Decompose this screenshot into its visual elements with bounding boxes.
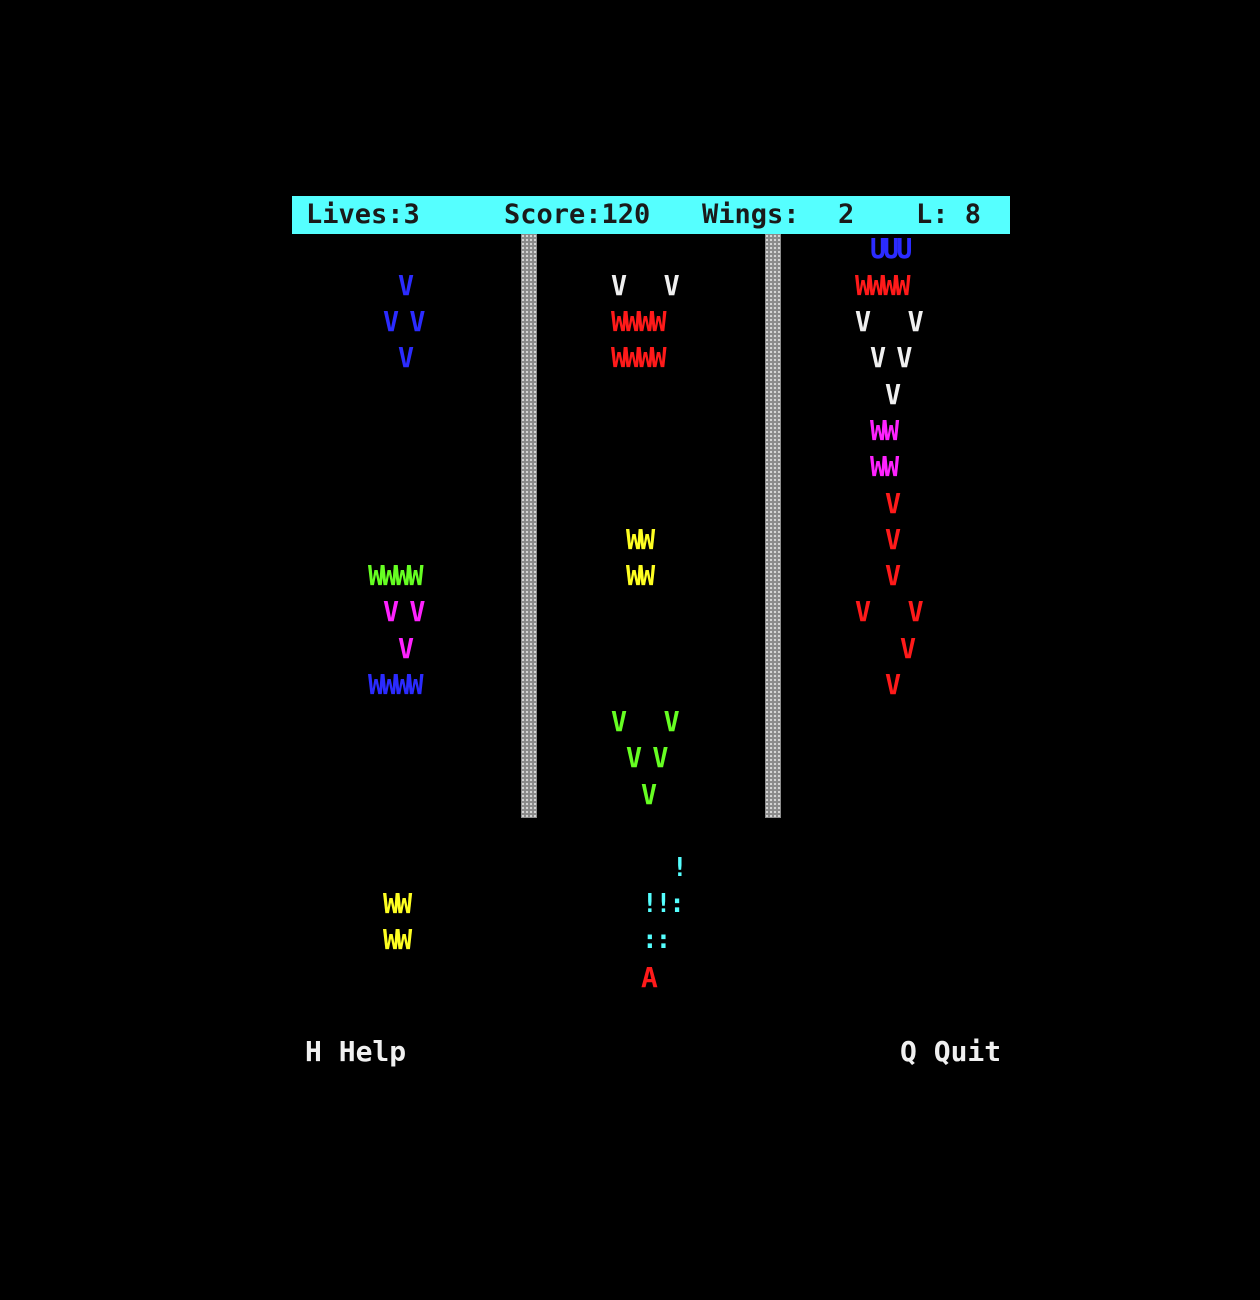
enemy-formation: WW bbox=[626, 559, 655, 592]
enemy-formation: V V bbox=[611, 269, 680, 302]
enemy-formation: V bbox=[885, 523, 901, 556]
enemy-formation: WW bbox=[383, 923, 412, 956]
enemy-formation: WW bbox=[383, 887, 412, 920]
lives-counter: Lives:3 bbox=[306, 199, 420, 230]
enemy-formation: V V bbox=[626, 741, 668, 774]
enemy-formation: WWWW bbox=[855, 269, 911, 302]
right-wall bbox=[765, 234, 781, 818]
help-hint[interactable]: H Help bbox=[305, 1035, 407, 1068]
player-bullets: :: bbox=[642, 925, 671, 955]
enemy-formation: V bbox=[398, 632, 414, 665]
enemy-formation: WWWW bbox=[368, 559, 424, 592]
enemy-formation: V bbox=[885, 668, 901, 701]
enemy-formation: V bbox=[398, 269, 414, 302]
wings-label: Wings: bbox=[702, 199, 800, 230]
enemy-formation: WWWW bbox=[368, 668, 424, 701]
enemy-formation: V V bbox=[383, 305, 425, 338]
enemy-formation: V V bbox=[383, 595, 425, 628]
enemy-formation: WWWW bbox=[611, 341, 667, 374]
enemy-formation: V bbox=[641, 778, 657, 811]
left-wall bbox=[521, 234, 537, 818]
enemy-formation: V bbox=[900, 632, 916, 665]
enemy-formation: WW bbox=[626, 523, 655, 556]
player-bullets: !!: bbox=[642, 889, 685, 919]
enemy-formation: V V bbox=[855, 595, 924, 628]
enemy-formation: WWWW bbox=[611, 305, 667, 338]
enemy-formation: WW bbox=[870, 414, 899, 447]
enemy-formation: V bbox=[885, 559, 901, 592]
wings-count: 2 bbox=[838, 199, 855, 230]
player-ship: A bbox=[641, 961, 658, 994]
level-indicator: L: 8 bbox=[916, 199, 982, 230]
enemy-formation: WW bbox=[870, 450, 899, 483]
quit-hint[interactable]: Q Quit bbox=[900, 1035, 1002, 1068]
enemy-formation: V bbox=[885, 487, 901, 520]
enemy-formation: V bbox=[398, 341, 414, 374]
score-counter: Score:120 bbox=[504, 199, 651, 230]
player-bullets: ! bbox=[672, 853, 688, 883]
enemy-formation: V V bbox=[611, 705, 680, 738]
enemy-formation: V bbox=[885, 378, 901, 411]
enemy-formation: V V bbox=[855, 305, 924, 338]
enemy-formation: UUU bbox=[870, 232, 912, 265]
enemy-formation: V V bbox=[870, 341, 912, 374]
status-bar: Lives:3 Score:120 Wings: 2 L: 8 bbox=[292, 196, 1010, 234]
